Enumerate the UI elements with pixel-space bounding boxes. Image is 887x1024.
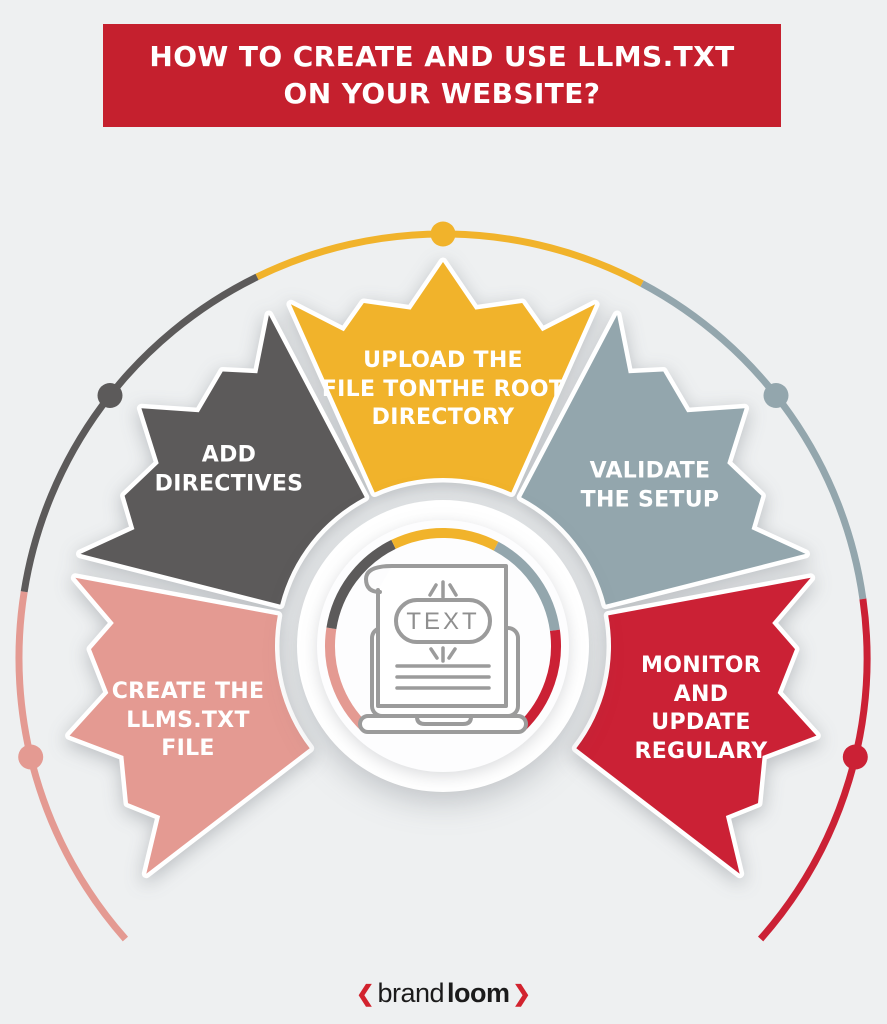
center-ring-segment-validate-setup bbox=[493, 541, 560, 632]
step-dot-add-directives bbox=[97, 383, 123, 408]
outer-arc-segment-validate-setup bbox=[640, 280, 867, 600]
step-wedge-monitor-update bbox=[571, 573, 821, 879]
step-dot-create-file bbox=[18, 744, 44, 770]
center-ring-segment-upload-file bbox=[391, 527, 499, 551]
step-label-upload-file: UPLOAD THE FILE TONTHE ROOT DIRECTORY bbox=[321, 348, 565, 431]
step-wedge-validate-setup bbox=[516, 310, 810, 610]
document-curl bbox=[364, 564, 394, 594]
title-banner: HOW TO CREATE AND USE LLMS.TXT ON YOUR W… bbox=[103, 24, 781, 127]
sparkle-bottom-icon bbox=[429, 646, 457, 663]
laptop-text-document-icon: TEXT bbox=[358, 564, 528, 734]
outer-arc-segment-add-directives bbox=[20, 273, 259, 593]
document-text-lines bbox=[395, 664, 491, 690]
outer-arc-segment-monitor-update bbox=[757, 598, 871, 942]
center-ring-segment-add-directives bbox=[326, 539, 396, 630]
outer-arc-segment-create-file bbox=[15, 591, 129, 942]
laptop-base-notch bbox=[415, 714, 473, 726]
logo-brand-text: brand bbox=[377, 978, 445, 1008]
step-dot-validate-setup bbox=[763, 383, 789, 408]
chevron-right-icon: ❯ bbox=[512, 980, 531, 1006]
center-ring-segment-monitor-update bbox=[517, 629, 561, 731]
page-title: HOW TO CREATE AND USE LLMS.TXT ON YOUR W… bbox=[149, 39, 735, 110]
logo-loom-text: loom bbox=[447, 978, 510, 1008]
brand-logo: ❮ brand loom ❯ bbox=[0, 978, 887, 1009]
step-label-add-directives: ADD DIRECTIVES bbox=[154, 442, 304, 496]
step-wedge-upload-file bbox=[286, 257, 600, 497]
step-dot-monitor-update bbox=[842, 744, 868, 770]
sparkle-top-icon bbox=[428, 580, 458, 599]
step-wedge-add-directives bbox=[76, 310, 370, 610]
step-wedge-create-file bbox=[65, 573, 315, 879]
step-label-validate-setup: VALIDATE THE SETUP bbox=[580, 458, 720, 512]
icon-text-label: TEXT bbox=[406, 608, 479, 635]
step-label-monitor-update: MONITOR AND UPDATE REGULARY bbox=[634, 652, 768, 764]
chevron-left-icon: ❮ bbox=[356, 980, 375, 1006]
step-dot-upload-file bbox=[430, 221, 456, 247]
step-label-create-file: CREATE THE LLMS.TXT FILE bbox=[111, 679, 265, 762]
center-ring-segment-create-file bbox=[325, 627, 370, 733]
text-pill bbox=[394, 598, 492, 644]
